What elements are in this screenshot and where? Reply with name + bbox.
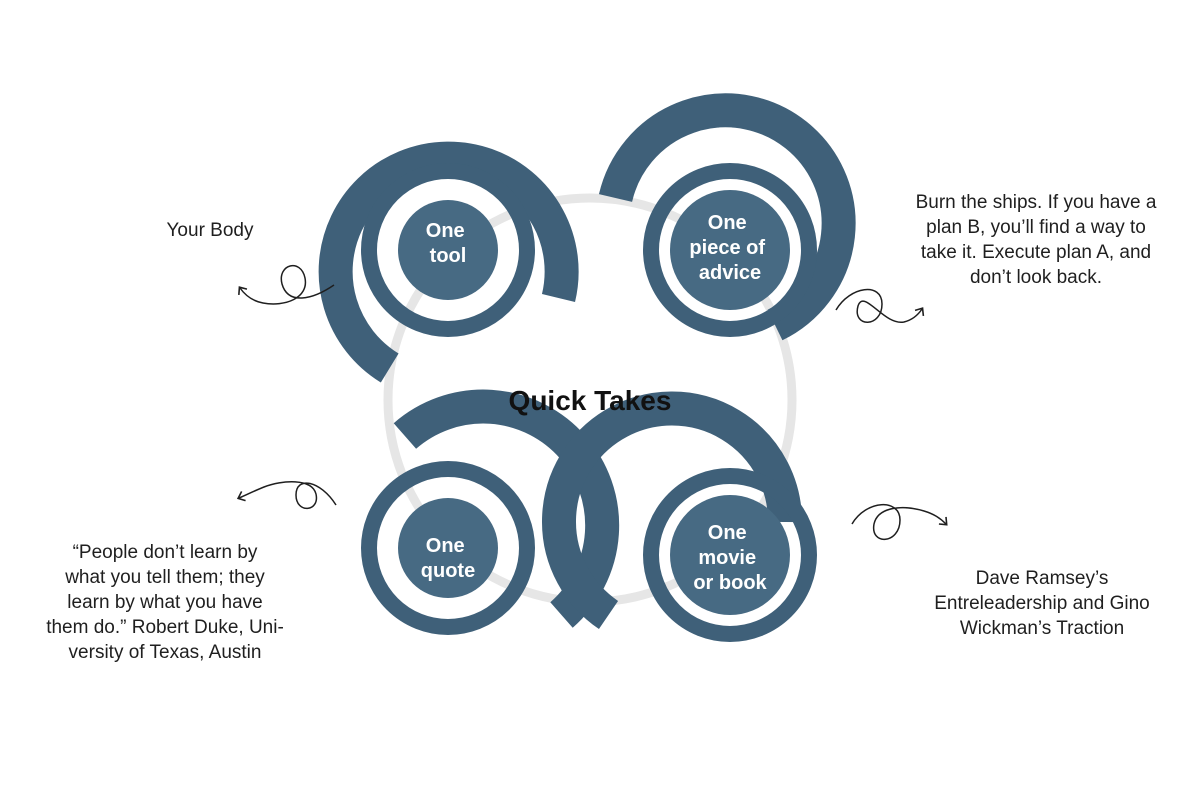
note-line: Dave Ramsey’s [975,568,1109,589]
outer-ring-arc [598,93,856,341]
hub-title: Quick Takes [509,385,672,416]
note-line: Entreleadership and Gino [934,593,1150,614]
loop-arrow-icon [851,504,948,541]
inner-disc [398,200,498,300]
note-line: what you tell them; they [65,567,265,588]
inner-ring [643,468,817,642]
inner-ring [361,461,535,635]
inner-ring [643,163,817,337]
inner-ring [361,163,535,337]
node-label: One tool [426,220,470,267]
node-label: One piece of advice [689,212,770,284]
note-movie: Dave Ramsey’s Entreleadership and Gino W… [892,566,1192,641]
note-line: versity of Texas, Austin [68,642,262,663]
note-line: plan B, you’ll find a way to [926,217,1146,238]
note-line: learn by what you have [67,592,263,613]
node-movie: One movie or book [542,391,817,642]
node-label: One quote [421,535,475,582]
loop-arrow-icon [238,264,335,305]
node-advice: One piece of advice [598,93,856,341]
node-tool: One tool [318,141,579,383]
inner-disc [670,495,790,615]
loop-arrow-icon [835,288,925,323]
loop-arrow-icon [236,481,337,510]
note-line: Wickman’s Traction [959,618,1125,639]
note-line: take it. Execute plan A, and [920,242,1152,263]
note-line: don’t look back. [969,267,1103,288]
note-line: Your Body [166,220,254,241]
note-line: them do.” Robert Duke, Uni- [46,617,284,638]
outer-ring-arc [542,391,803,630]
inner-disc [398,498,498,598]
note-line: “People don’t learn by [72,542,258,563]
outer-ring-arc [318,141,579,383]
note-line: Burn the ships. If you have a [915,192,1157,213]
note-tool: Your Body [140,218,280,243]
inner-disc [670,190,790,310]
node-label: One movie or book [693,522,767,594]
note-advice: Burn the ships. If you have a plan B, yo… [882,190,1190,290]
note-quote: “People don’t learn by what you tell the… [10,540,320,665]
